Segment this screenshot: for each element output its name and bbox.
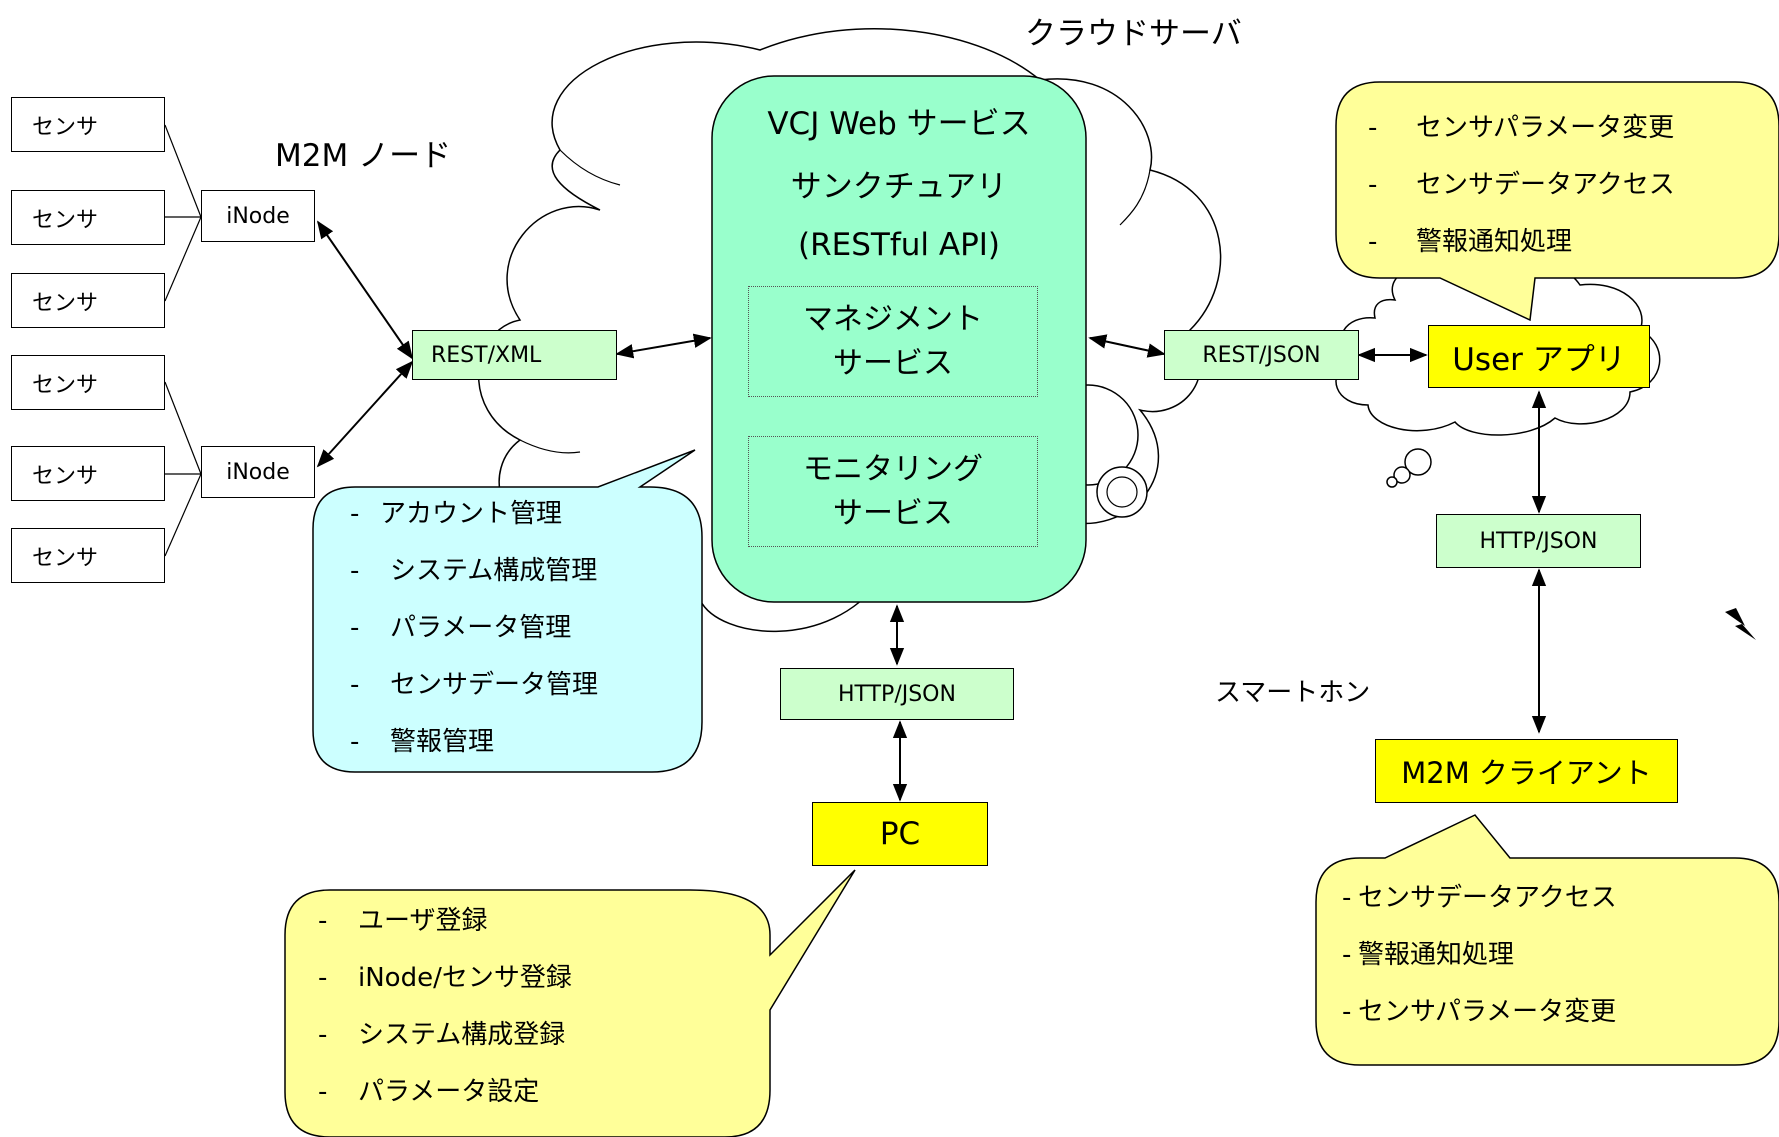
bullet-dash: - (1368, 170, 1378, 200)
sensor-box: センサ (11, 528, 165, 583)
sensor-box: センサ (11, 355, 165, 410)
list-item-text: アカウント管理 (380, 499, 563, 529)
sensor-link (164, 473, 202, 557)
bullet-dash: - (1368, 227, 1378, 257)
smartphone-cloud-tail-2 (1393, 466, 1411, 484)
list-item: - センサデータアクセス (1368, 157, 1675, 214)
bullet-dash: - (318, 1077, 328, 1107)
list-item: -ユーザ登録 (318, 893, 572, 950)
list-item: -アカウント管理 (350, 486, 598, 543)
callout-client-list: -センサデータアクセス -警報通知処理 -センサパラメータ変更 (1342, 870, 1617, 1041)
smartphone-cloud-tail-3 (1386, 476, 1398, 488)
monitoring-service-box: モニタリング サービス (748, 436, 1038, 547)
callout-client-shape (1315, 814, 1779, 1066)
bullet-dash: - (350, 727, 360, 757)
bullet-dash: - (1368, 113, 1378, 143)
callout-cyan-list: -アカウント管理 -システム構成管理 -パラメータ管理 -センサデータ管理 -警… (350, 486, 598, 771)
monitoring-line1: モニタリング (803, 452, 983, 487)
list-item: -センサデータアクセス (1342, 870, 1617, 927)
cloud-tail-small (1106, 476, 1138, 508)
list-item-text: センサデータ管理 (390, 670, 599, 700)
sensor-box: センサ (11, 273, 165, 328)
cloud-server-title: クラウドサーバ (1025, 16, 1242, 52)
callout-cyan-shape (312, 449, 703, 773)
arrow-inode2-restxml (316, 360, 414, 468)
user-app-box: User アプリ (1428, 325, 1650, 388)
list-item-text: 警報通知処理 (1416, 227, 1573, 257)
bullet-dash: - (350, 499, 360, 529)
list-item-text: システム構成管理 (390, 556, 598, 586)
bullet-dash: - (318, 963, 328, 993)
list-item-text: センサパラメータ変更 (1416, 113, 1675, 143)
bullet-dash: - (318, 906, 328, 936)
list-item: -iNode/センサ登録 (318, 950, 572, 1007)
core-service-shape (711, 75, 1087, 603)
rest-json-box: REST/JSON (1164, 330, 1359, 380)
arrow-restxml-core (615, 333, 712, 359)
core-title-line2: サンクチュアリ (790, 169, 1008, 205)
sensor-link (164, 124, 202, 218)
list-item-text: センサパラメータ変更 (1358, 997, 1617, 1027)
bowtie-mark (1725, 608, 1756, 640)
management-line2: サービス (833, 345, 953, 381)
arrow-inode1-restxml (316, 220, 414, 360)
sensor-link (164, 381, 202, 475)
list-item-text: 警報通知処理 (1358, 940, 1515, 970)
callout-pc-list: -ユーザ登録 -iNode/センサ登録 -システム構成登録 -パラメータ設定 (318, 893, 572, 1121)
management-line1: マネジメント (803, 302, 983, 337)
list-item: -警報通知処理 (1342, 927, 1617, 984)
list-item: -警報管理 (350, 714, 598, 771)
sensor-box: センサ (11, 446, 165, 501)
sensor-box: センサ (11, 97, 165, 152)
list-item: -パラメータ設定 (318, 1064, 572, 1121)
list-item-text: ユーザ登録 (358, 906, 488, 936)
m2m-node-label: M2M ノード (275, 138, 452, 174)
smartphone-cloud-tail-1 (1404, 448, 1432, 476)
core-title-line1: VCJ Web サービス (767, 106, 1031, 142)
http-json-box-right: HTTP/JSON (1436, 514, 1641, 568)
list-item-text: センサデータアクセス (1416, 170, 1675, 200)
callout-user-list: - センサパラメータ変更 - センサデータアクセス - 警報通知処理 (1368, 100, 1675, 271)
arrow-core-restjson (1088, 334, 1166, 358)
bullet-dash: - (1342, 883, 1352, 913)
list-item: -システム構成登録 (318, 1007, 572, 1064)
pc-box: PC (812, 802, 988, 866)
list-item: -パラメータ管理 (350, 600, 598, 657)
bullet-dash: - (1342, 997, 1352, 1027)
bullet-dash: - (318, 1020, 328, 1050)
list-item-text: センサデータアクセス (1358, 883, 1617, 913)
inode-box-2: iNode (201, 446, 315, 498)
bullet-dash: - (350, 556, 360, 586)
http-json-box-bottom: HTTP/JSON (780, 668, 1014, 720)
list-item-text: iNode/センサ登録 (358, 963, 572, 993)
bullet-dash: - (1342, 940, 1352, 970)
callout-user-shape (1335, 81, 1779, 322)
m2m-client-box: M2M クライアント (1375, 739, 1678, 803)
list-item-text: システム構成登録 (358, 1020, 566, 1050)
sensor-link (164, 216, 202, 302)
list-item-text: パラメータ設定 (358, 1077, 540, 1107)
bullet-dash: - (350, 670, 360, 700)
list-item-text: パラメータ管理 (390, 613, 572, 643)
bullet-dash: - (350, 613, 360, 643)
core-service: VCJ Web サービス サンクチュアリ (RESTful API) (712, 76, 1086, 602)
sensor-box: センサ (11, 190, 165, 245)
monitoring-line2: サービス (833, 495, 953, 531)
core-title-line3: (RESTful API) (798, 227, 1000, 263)
inode-box-1: iNode (201, 190, 315, 242)
list-item: - センサパラメータ変更 (1368, 100, 1675, 157)
management-service-box: マネジメント サービス (748, 286, 1038, 397)
list-item: -センサデータ管理 (350, 657, 598, 714)
list-item: -センサパラメータ変更 (1342, 984, 1617, 1041)
list-item: -システム構成管理 (350, 543, 598, 600)
rest-xml-box: REST/XML (412, 330, 617, 380)
smartphone-label: スマートホン (1215, 678, 1371, 708)
list-item: - 警報通知処理 (1368, 214, 1675, 271)
list-item-text: 警報管理 (390, 727, 495, 757)
